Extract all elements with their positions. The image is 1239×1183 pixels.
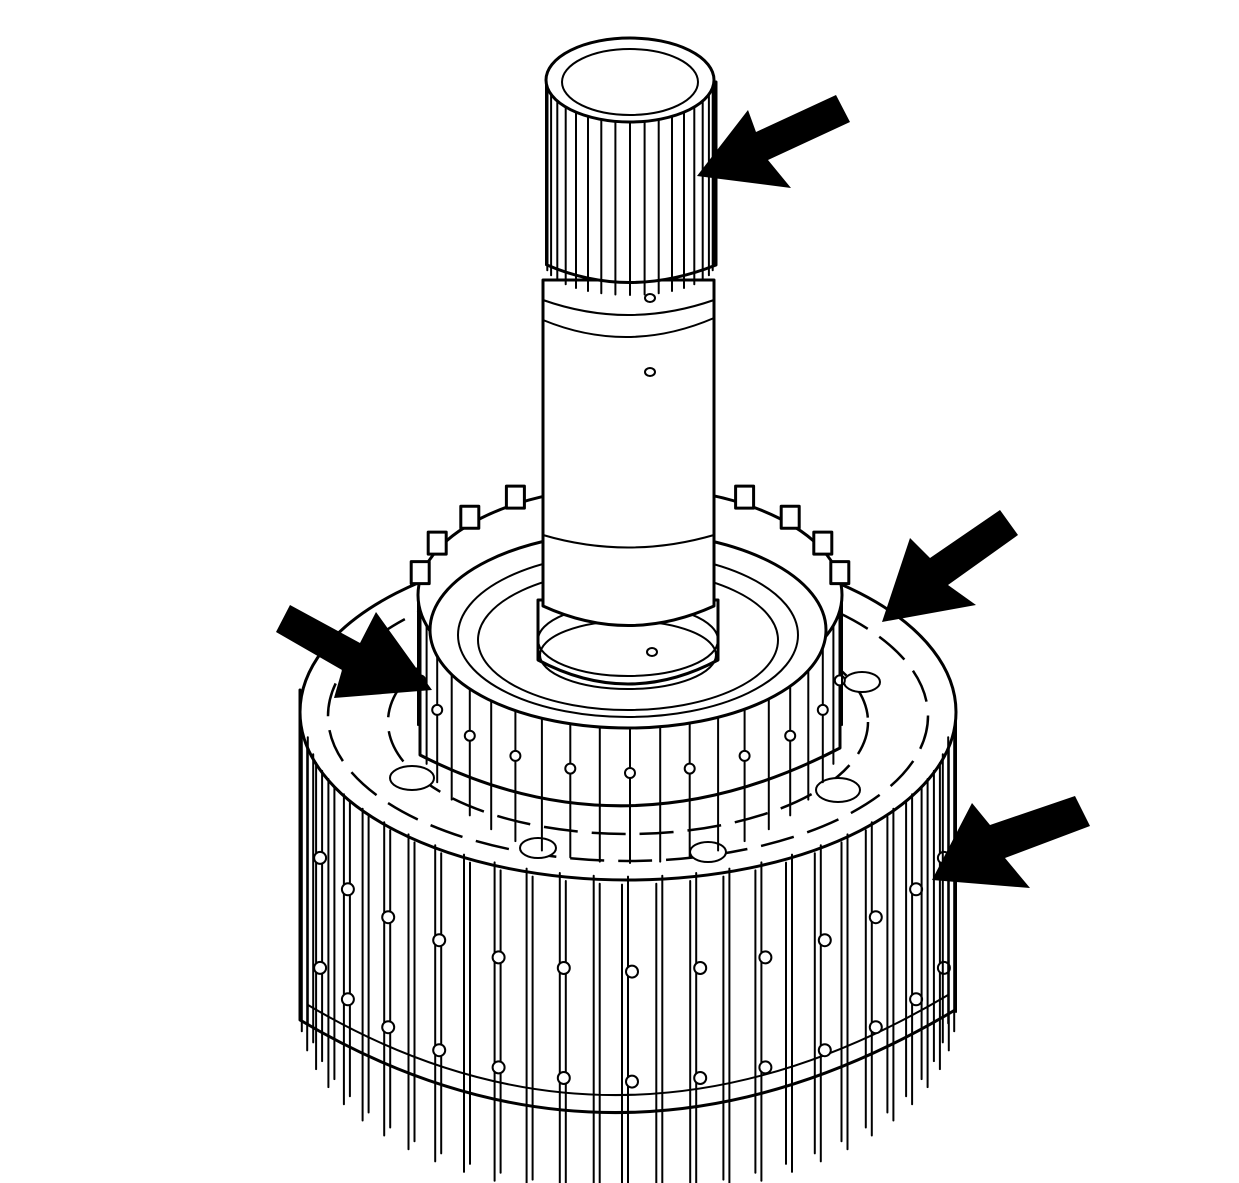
outer-drum-splines: [299, 711, 957, 1183]
arrow-outer-drum-splines: [932, 796, 1090, 888]
arrow-shaft-splines: [697, 95, 850, 188]
arrow-inner-hub-splines: [276, 605, 432, 698]
arrow-housing-face: [882, 510, 1018, 622]
input-shaft: [536, 36, 720, 690]
input-shaft-splines: [545, 79, 715, 296]
